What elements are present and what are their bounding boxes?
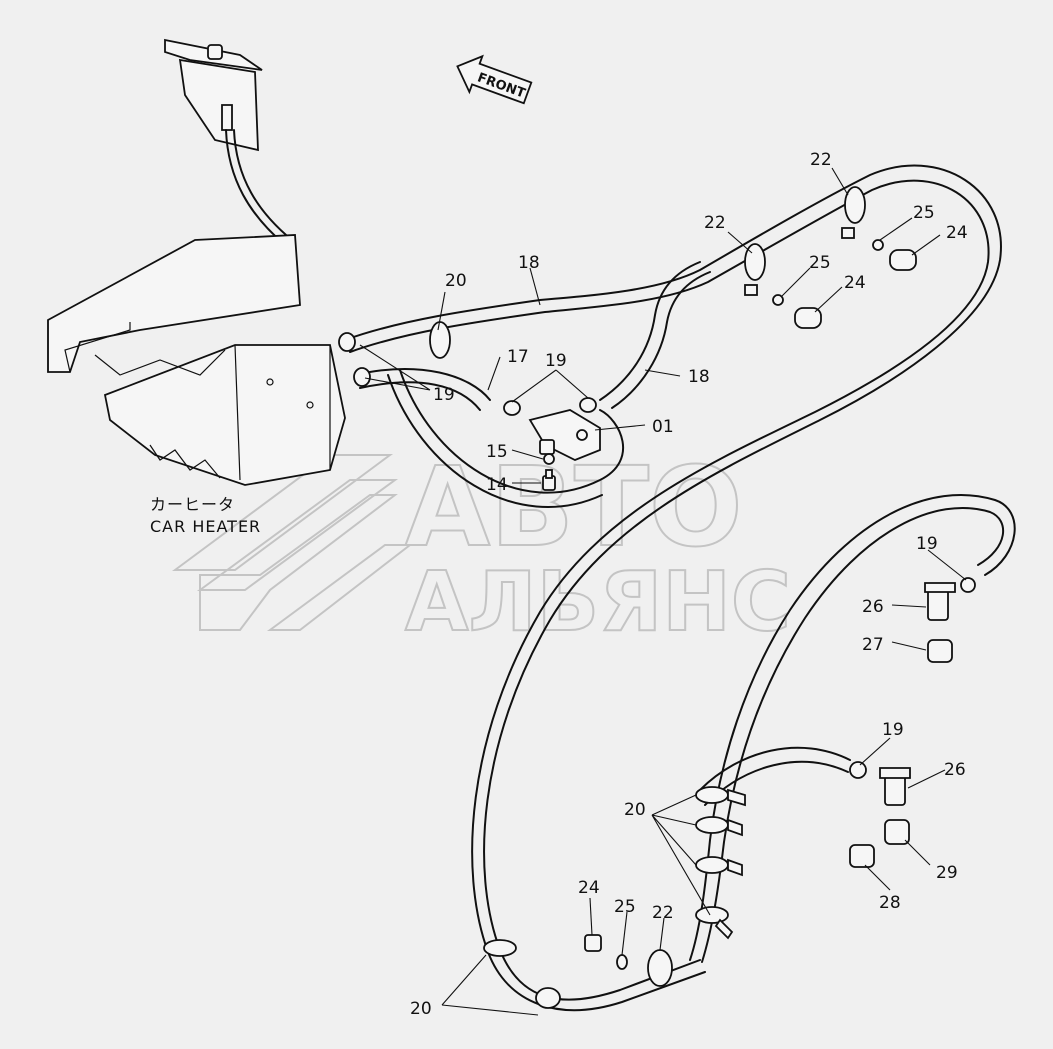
callout-22: 22 bbox=[704, 213, 726, 233]
joint-01 bbox=[528, 409, 601, 461]
callout-01: 01 bbox=[652, 417, 674, 437]
callout-24: 24 bbox=[946, 223, 968, 243]
callout-25: 25 bbox=[913, 203, 935, 223]
callout-18: 18 bbox=[688, 367, 710, 387]
callout-20: 20 bbox=[445, 271, 467, 291]
callout-19: 19 bbox=[882, 720, 904, 740]
caption-english: CAR HEATER bbox=[150, 517, 261, 536]
washer-reservoir bbox=[164, 38, 293, 246]
bolt-14 bbox=[542, 469, 556, 491]
valves-and-fittings bbox=[849, 582, 956, 868]
callout-24: 24 bbox=[578, 878, 600, 898]
callout-20: 20 bbox=[624, 800, 646, 820]
watermark-line1: АВТО bbox=[405, 443, 743, 571]
callout-19: 19 bbox=[545, 351, 567, 371]
callout-25: 25 bbox=[809, 253, 831, 273]
hose-clips bbox=[338, 332, 976, 779]
bolts-and-washers bbox=[584, 239, 917, 970]
hose-clamps bbox=[429, 186, 866, 1009]
callout-26: 26 bbox=[862, 597, 884, 617]
callout-22: 22 bbox=[652, 903, 674, 923]
callout-26: 26 bbox=[944, 760, 966, 780]
leader-lines bbox=[359, 167, 967, 1016]
callout-25: 25 bbox=[614, 897, 636, 917]
callout-17: 17 bbox=[507, 347, 529, 367]
callout-20: 20 bbox=[410, 999, 432, 1019]
watermark: АВТО АЛЬЯНС bbox=[171, 442, 792, 651]
callout-28: 28 bbox=[879, 893, 901, 913]
caption-japanese: カーヒータ bbox=[150, 495, 235, 514]
callout-27: 27 bbox=[862, 635, 884, 655]
callout-19: 19 bbox=[433, 385, 455, 405]
car-heater-unit bbox=[47, 234, 346, 486]
watermark-line2: АЛЬЯНС bbox=[405, 555, 791, 650]
callout-18: 18 bbox=[518, 253, 540, 273]
callout-labels: 20 18 17 19 18 19 01 15 14 22 22 25 24 2… bbox=[410, 150, 968, 1019]
callout-15: 15 bbox=[486, 442, 508, 462]
callout-14: 14 bbox=[486, 475, 508, 495]
washer-15 bbox=[543, 453, 555, 465]
callout-29: 29 bbox=[936, 863, 958, 883]
callout-24: 24 bbox=[844, 273, 866, 293]
callout-19: 19 bbox=[916, 534, 938, 554]
front-direction-arrow: FRONT bbox=[456, 54, 533, 105]
watermark-logo bbox=[171, 454, 413, 631]
callout-22: 22 bbox=[810, 150, 832, 170]
